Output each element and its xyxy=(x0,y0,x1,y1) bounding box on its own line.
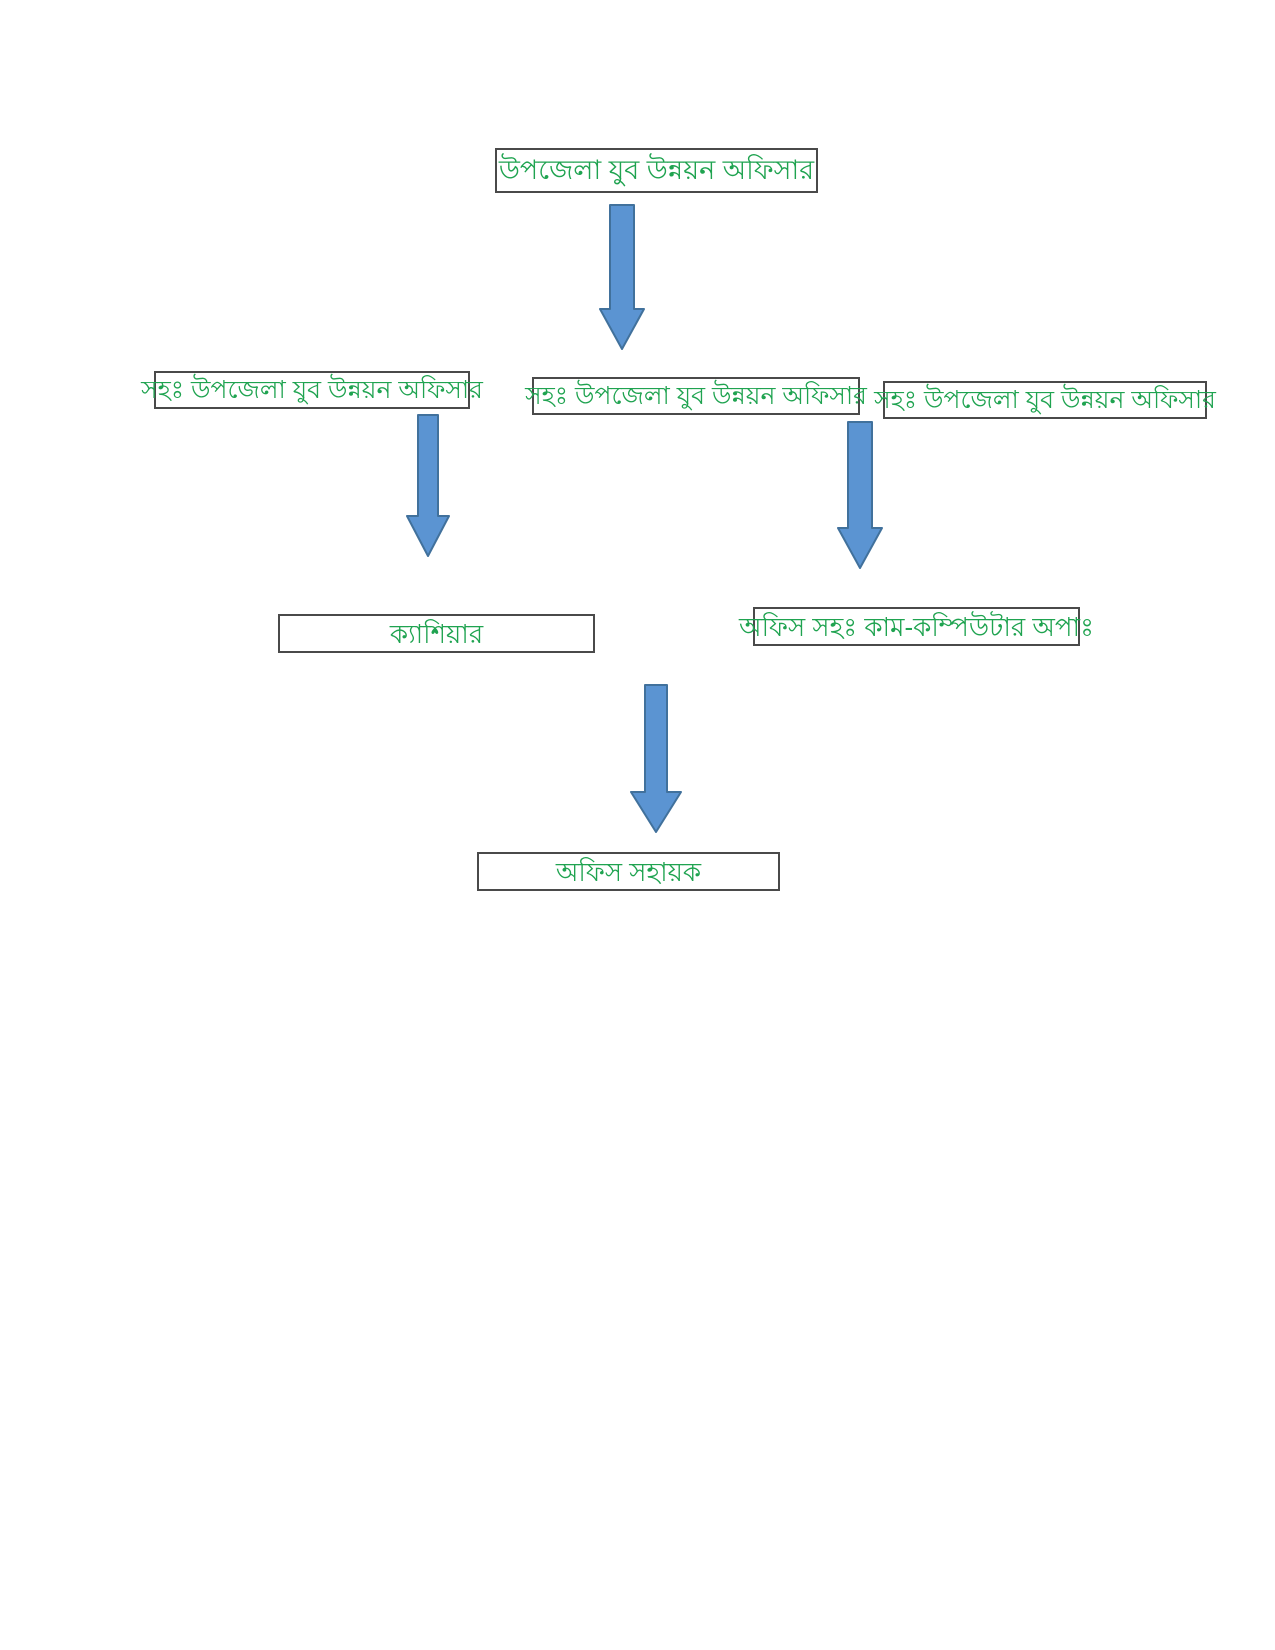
org-node-cashier: ক্যাশিয়ার xyxy=(278,614,595,653)
org-node-assistant-2: সহঃ উপজেলা যুব উন্নয়ন অফিসার xyxy=(525,377,867,415)
org-node-root-label: উপজেলা যুব উন্নয়ন অফিসার xyxy=(498,155,815,185)
down-arrow-icon xyxy=(406,414,450,557)
org-node-assistant-3-label: সহঃ উপজেলা যুব উন্নয়ন অফিসার xyxy=(874,385,1216,414)
org-node-office-assistant-computer-operator-label: অফিস সহঃ কাম-কম্পিউটার অপাঃ xyxy=(739,611,1094,642)
org-node-assistant-2-label: সহঃ উপজেলা যুব উন্নয়ন অফিসার xyxy=(525,381,867,410)
org-node-assistant-3: সহঃ উপজেলা যুব উন্নয়ন অফিসার xyxy=(874,381,1216,419)
down-arrow-icon xyxy=(630,684,682,833)
org-node-cashier-label: ক্যাশিয়ার xyxy=(389,618,484,649)
org-node-office-assistant-computer-operator: অফিস সহঃ কাম-কম্পিউটার অপাঃ xyxy=(739,607,1094,646)
org-node-assistant-1: সহঃ উপজেলা যুব উন্নয়ন অফিসার xyxy=(141,371,483,409)
down-arrow-icon xyxy=(599,204,645,350)
org-node-office-helper: অফিস সহায়ক xyxy=(477,852,780,891)
org-node-assistant-1-label: সহঃ উপজেলা যুব উন্নয়ন অফিসার xyxy=(141,375,483,404)
org-node-root: উপজেলা যুব উন্নয়ন অফিসার xyxy=(495,148,818,193)
org-node-office-helper-label: অফিস সহায়ক xyxy=(555,856,702,887)
down-arrow-icon xyxy=(837,421,883,569)
